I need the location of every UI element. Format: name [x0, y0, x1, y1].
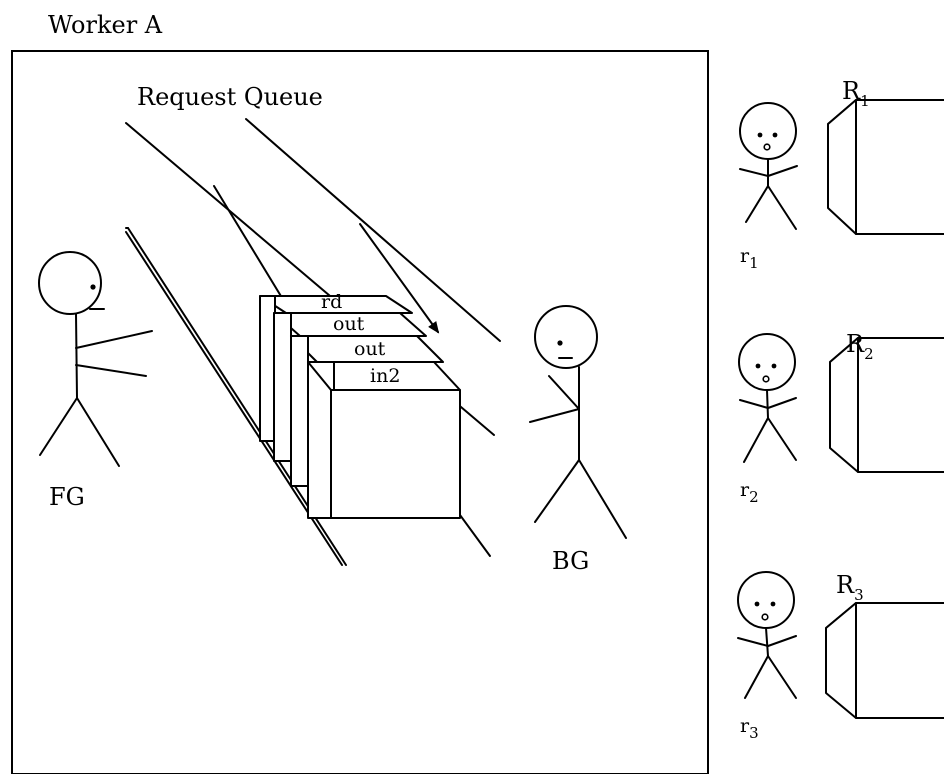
queue-slot-label: in2 — [370, 365, 400, 387]
queue-flow-arrow — [359, 223, 440, 334]
worker-title: Worker A — [48, 11, 163, 39]
queue-slot-label: rd — [321, 291, 342, 313]
background-label: BG — [552, 547, 589, 575]
queue-label: Request Queue — [137, 83, 323, 111]
foreground-figure — [38, 251, 153, 467]
replica-cube-2 — [829, 337, 944, 473]
replica-label: R3 — [836, 571, 864, 604]
queue-slot-label: out — [333, 313, 365, 335]
replica-person-label: r2 — [740, 479, 759, 506]
replica-cube-1 — [827, 99, 944, 235]
queue-requests — [259, 295, 461, 519]
replica-figure-2 — [738, 333, 797, 463]
replica-person-label: r1 — [740, 245, 759, 272]
replica-person-label: r3 — [740, 715, 759, 742]
replica-label: R2 — [846, 330, 874, 363]
replica-figure-3 — [737, 571, 797, 699]
foreground-label: FG — [49, 483, 85, 511]
replica-cube-3 — [825, 602, 944, 719]
queue-slot-label: out — [354, 338, 386, 360]
replica-figure-1 — [739, 102, 798, 230]
replica-label: R1 — [842, 77, 870, 110]
background-figure — [529, 305, 627, 539]
